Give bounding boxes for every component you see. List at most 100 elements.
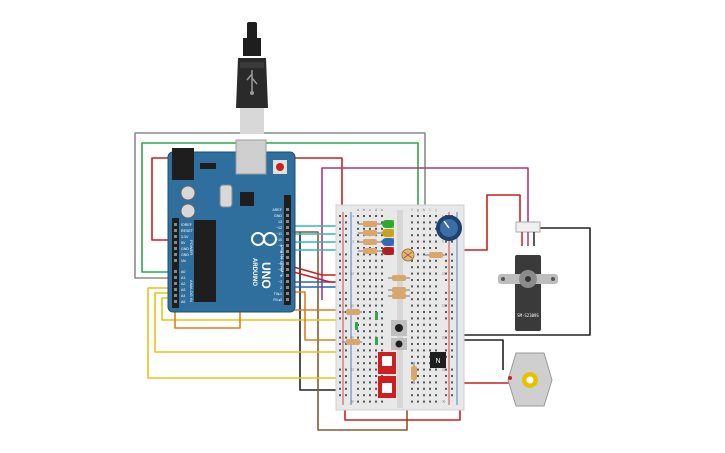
breadboard-hole[interactable] <box>423 240 425 243</box>
rail-hole[interactable] <box>339 336 341 339</box>
rail-hole[interactable] <box>451 253 453 256</box>
rail-hole[interactable] <box>445 375 447 377</box>
breadboard-hole[interactable] <box>417 272 419 275</box>
led[interactable] <box>382 238 394 246</box>
resistor[interactable] <box>388 275 410 281</box>
breadboard-hole[interactable] <box>363 253 365 256</box>
power-pin[interactable] <box>174 241 177 244</box>
breadboard-hole[interactable] <box>417 234 419 237</box>
breadboard-hole[interactable] <box>435 330 437 333</box>
breadboard-hole[interactable] <box>357 381 359 384</box>
breadboard-hole[interactable] <box>363 247 365 249</box>
rail-hole[interactable] <box>345 394 347 397</box>
breadboard-hole[interactable] <box>423 298 425 301</box>
digital-pin[interactable] <box>286 232 289 235</box>
rail-hole[interactable] <box>445 336 447 339</box>
power-pin[interactable] <box>174 247 177 250</box>
rail-hole[interactable] <box>339 215 341 217</box>
rail-hole[interactable] <box>345 221 347 224</box>
breadboard-hole[interactable] <box>363 387 365 390</box>
breadboard-hole[interactable] <box>369 349 371 352</box>
breadboard-hole[interactable] <box>375 362 377 365</box>
wire-red-arduino-5v[interactable] <box>151 157 343 241</box>
breadboard-hole[interactable] <box>375 330 377 333</box>
wire-red-servo-power[interactable] <box>455 194 521 251</box>
analog-pin[interactable] <box>174 300 177 303</box>
breadboard-hole[interactable] <box>411 317 413 320</box>
breadboard-hole[interactable] <box>411 362 413 365</box>
rail-hole[interactable] <box>445 279 447 281</box>
breadboard-hole[interactable] <box>381 349 383 352</box>
breadboard-hole[interactable] <box>357 272 359 275</box>
rail-hole[interactable] <box>339 298 341 301</box>
breadboard-hole[interactable] <box>363 259 365 262</box>
power-pin[interactable] <box>174 223 177 226</box>
rail-hole[interactable] <box>451 349 453 352</box>
led[interactable] <box>382 229 394 237</box>
breadboard-hole[interactable] <box>363 285 365 288</box>
analog-pin[interactable] <box>174 276 177 279</box>
digital-pin[interactable] <box>286 244 289 247</box>
breadboard-hole[interactable] <box>411 349 413 352</box>
breadboard-hole[interactable] <box>423 234 425 237</box>
breadboard-hole[interactable] <box>417 394 419 397</box>
breadboard-hole[interactable] <box>357 362 359 365</box>
breadboard-hole[interactable] <box>417 355 419 358</box>
breadboard-hole[interactable] <box>423 304 425 307</box>
breadboard-hole[interactable] <box>369 381 371 384</box>
breadboard-hole[interactable] <box>411 227 413 230</box>
rail-hole[interactable] <box>345 227 347 230</box>
breadboard-hole[interactable] <box>417 387 419 390</box>
breadboard-hole[interactable] <box>363 291 365 294</box>
breadboard-hole[interactable] <box>411 266 413 269</box>
wire-black-servo-ground[interactable] <box>455 227 591 336</box>
resistor[interactable] <box>342 339 362 345</box>
breadboard-hole[interactable] <box>423 285 425 288</box>
breadboard-hole[interactable] <box>429 234 431 237</box>
breadboard-hole[interactable] <box>429 285 431 288</box>
breadboard-hole[interactable] <box>363 323 365 326</box>
breadboard-hole[interactable] <box>435 336 437 339</box>
breadboard-hole[interactable] <box>369 368 371 371</box>
rail-hole[interactable] <box>339 330 341 333</box>
breadboard-hole[interactable] <box>363 400 365 403</box>
breadboard-hole[interactable] <box>357 266 359 269</box>
breadboard-hole[interactable] <box>435 240 437 243</box>
led[interactable] <box>382 247 394 255</box>
rail-hole[interactable] <box>445 311 447 313</box>
breadboard-hole[interactable] <box>369 343 371 345</box>
breadboard-hole[interactable] <box>363 330 365 333</box>
breadboard-hole[interactable] <box>435 285 437 288</box>
breadboard-hole[interactable] <box>435 304 437 307</box>
breadboard-hole[interactable] <box>357 215 359 217</box>
digital-pin[interactable] <box>286 286 289 289</box>
breadboard-hole[interactable] <box>435 298 437 301</box>
rail-hole[interactable] <box>445 394 447 397</box>
breadboard-hole[interactable] <box>435 343 437 345</box>
rail-hole[interactable] <box>345 304 347 307</box>
rail-hole[interactable] <box>345 253 347 256</box>
rail-hole[interactable] <box>451 355 453 358</box>
breadboard-hole[interactable] <box>375 215 377 217</box>
breadboard-hole[interactable] <box>423 227 425 230</box>
digital-pin[interactable] <box>286 250 289 253</box>
breadboard-hole[interactable] <box>369 400 371 403</box>
rail-hole[interactable] <box>339 381 341 384</box>
rail-hole[interactable] <box>445 387 447 390</box>
breadboard-hole[interactable] <box>417 227 419 230</box>
rail-hole[interactable] <box>345 279 347 281</box>
breadboard-hole[interactable] <box>429 381 431 384</box>
breadboard-hole[interactable] <box>369 285 371 288</box>
breadboard-hole[interactable] <box>381 221 383 224</box>
breadboard-hole[interactable] <box>429 240 431 243</box>
breadboard-hole[interactable] <box>357 247 359 249</box>
rail-hole[interactable] <box>451 343 453 345</box>
breadboard-hole[interactable] <box>411 323 413 326</box>
rail-hole[interactable] <box>445 266 447 269</box>
breadboard-hole[interactable] <box>381 298 383 301</box>
breadboard-hole[interactable] <box>357 400 359 403</box>
breadboard-hole[interactable] <box>357 304 359 307</box>
breadboard-hole[interactable] <box>369 227 371 230</box>
breadboard-hole[interactable] <box>375 375 377 377</box>
rail-hole[interactable] <box>445 343 447 345</box>
